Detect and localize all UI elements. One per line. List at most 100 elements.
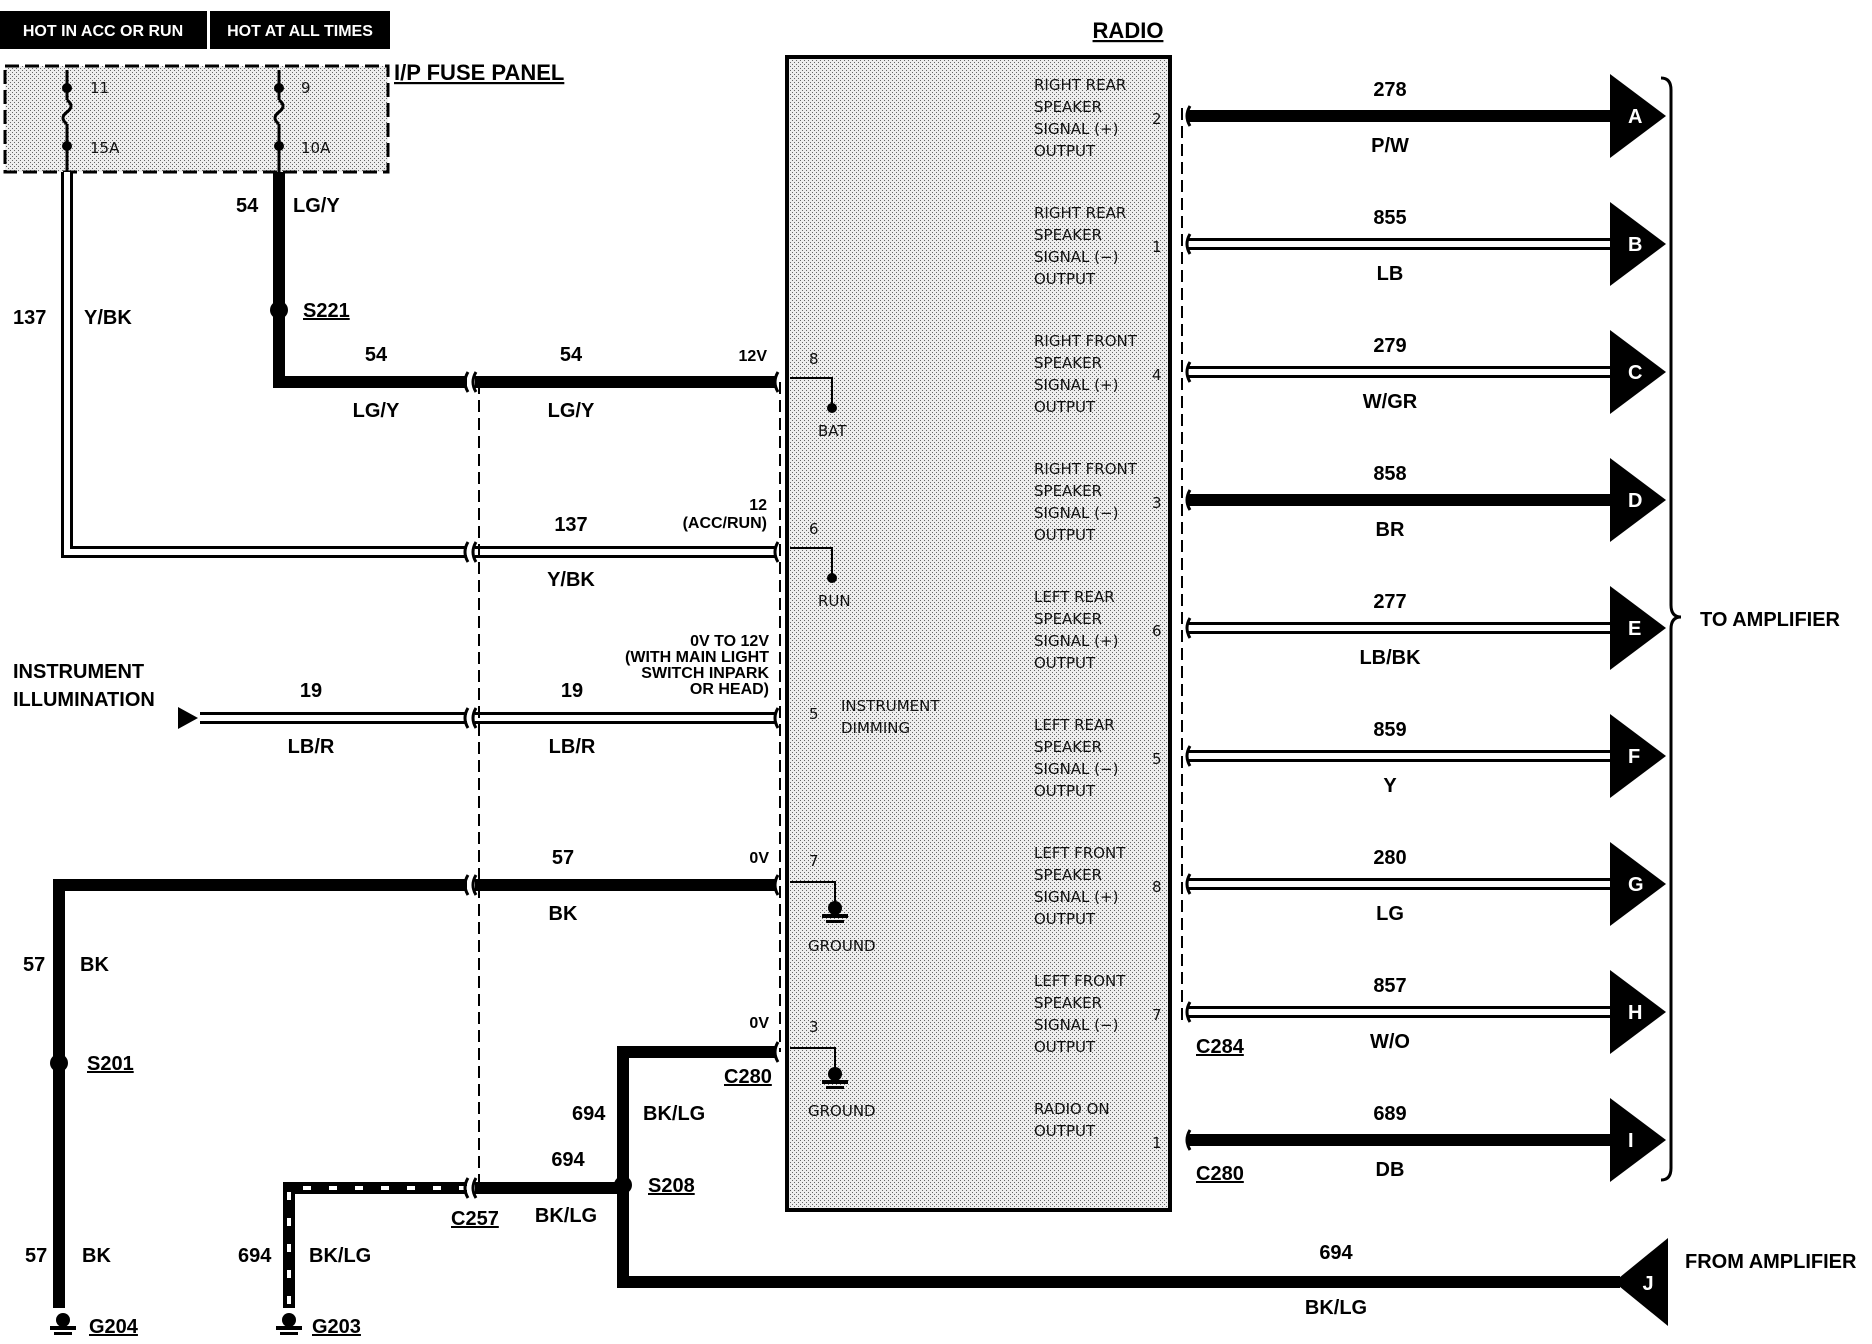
w57-v2-circuit: 57 bbox=[25, 1245, 47, 1267]
left-wires bbox=[53, 172, 1620, 1308]
amp-connector-c bbox=[1185, 361, 1192, 383]
w137-vert-color: Y/BK bbox=[84, 307, 132, 329]
radio-pin-5-line-1: LEFT REAR bbox=[1034, 588, 1115, 606]
radio-pin-8-line-1: LEFT FRONT bbox=[1034, 972, 1126, 990]
header-hot-acc-run-text: HOT IN ACC OR RUN bbox=[23, 23, 183, 40]
amp-color-f: Y bbox=[1383, 775, 1397, 797]
w137-vert-circuit: 137 bbox=[13, 307, 46, 329]
voltage-acc-run-1: 12 bbox=[749, 497, 767, 514]
amp-connector-g bbox=[1185, 873, 1192, 895]
amp-circuit-e: 277 bbox=[1373, 591, 1406, 613]
ip-fuse-panel: I/P FUSE PANEL 11 15A 9 10A bbox=[3, 60, 564, 174]
radio-pin-7-line-1: LEFT FRONT bbox=[1034, 844, 1126, 862]
radio-pin-8-number: 7 bbox=[1152, 1006, 1162, 1024]
from-amplifier-label: FROM AMPLIFIER bbox=[1685, 1251, 1857, 1273]
radio-pin-8-line-4: OUTPUT bbox=[1034, 1038, 1096, 1056]
w694-h-circuit: 694 bbox=[551, 1149, 585, 1171]
fuse-a: 11 15A bbox=[61, 70, 120, 172]
radio-pin-4-line-1: RIGHT FRONT bbox=[1034, 460, 1138, 478]
connector-labels: C257 C280 C284 C280 bbox=[451, 1036, 1245, 1230]
pin-bat-label: BAT bbox=[818, 422, 847, 440]
amp-color-b: LB bbox=[1377, 263, 1404, 285]
pin-gnd1-number: 7 bbox=[809, 852, 819, 870]
left-wire-labels: 54 LG/Y 137 Y/BK 54 LG/Y 54 LG/Y 137 Y/B… bbox=[13, 195, 1367, 1319]
voltage-dim-3: SWITCH INPARK bbox=[641, 665, 769, 682]
radio-pin-4-line-3: SIGNAL (−) bbox=[1034, 504, 1118, 522]
wire-137-vertical bbox=[61, 172, 467, 558]
w54-vert-circuit: 54 bbox=[236, 195, 259, 217]
wire-57 bbox=[53, 879, 776, 1308]
radio-pin-5-line-2: SPEAKER bbox=[1034, 610, 1102, 628]
radio-pin-8-line-3: SIGNAL (−) bbox=[1034, 1016, 1118, 1034]
w54-h1-color: LG/Y bbox=[353, 400, 400, 422]
w57-h2-circuit: 57 bbox=[552, 847, 574, 869]
fuse-b-number: 9 bbox=[301, 79, 311, 97]
connector-c280b-label: C280 bbox=[1196, 1163, 1244, 1185]
splice-s221-dot bbox=[270, 301, 288, 319]
w19-h2-circuit: 19 bbox=[561, 680, 583, 702]
amp-letter-d: D bbox=[1628, 490, 1642, 512]
voltage-12v: 12V bbox=[739, 348, 768, 365]
amp-connector-a bbox=[1185, 105, 1192, 127]
header-hot-all-times: HOT AT ALL TIMES bbox=[210, 11, 390, 49]
amp-letter-i: I bbox=[1628, 1130, 1634, 1152]
radio-pin-7-line-4: OUTPUT bbox=[1034, 910, 1096, 928]
amp-arrow-d-icon bbox=[1610, 458, 1666, 542]
splice-s208-dot bbox=[614, 1176, 632, 1194]
amp-color-c: W/GR bbox=[1363, 391, 1418, 413]
instrument-illumination: INSTRUMENT ILLUMINATION bbox=[13, 661, 198, 729]
w19-h2-color: LB/R bbox=[549, 736, 596, 758]
amplifier-outputs: A278P/WB855LBC279W/GRD858BRE277LB/BKF859… bbox=[1185, 74, 1666, 1182]
pin-gnd1-label: GROUND bbox=[808, 937, 876, 955]
w694-bottom-color: BK/LG bbox=[1305, 1297, 1367, 1319]
splice-s201-label: S201 bbox=[87, 1053, 134, 1075]
amp-arrow-e-icon bbox=[1610, 586, 1666, 670]
amp-circuit-h: 857 bbox=[1373, 975, 1406, 997]
illumination-arrow-icon bbox=[178, 707, 198, 729]
radio-pin-1-line-1: RIGHT REAR bbox=[1034, 76, 1126, 94]
amp-circuit-i: 689 bbox=[1373, 1103, 1406, 1125]
pin-dim-label-2: DIMMING bbox=[841, 719, 910, 737]
radio-pin-9-line-2: OUTPUT bbox=[1034, 1122, 1096, 1140]
w57-v2-color: BK bbox=[82, 1245, 111, 1267]
pin-gnd2-label: GROUND bbox=[808, 1102, 876, 1120]
radio-pin-1-number: 2 bbox=[1152, 110, 1162, 128]
amp-circuit-c: 279 bbox=[1373, 335, 1406, 357]
amp-connector-d bbox=[1185, 489, 1192, 511]
ground-g204-label: G204 bbox=[89, 1316, 139, 1338]
splice-s221-label: S221 bbox=[303, 300, 350, 322]
radio-internal-pins bbox=[790, 377, 837, 1072]
radio-pin-6-line-4: OUTPUT bbox=[1034, 782, 1096, 800]
amp-arrow-b-icon bbox=[1610, 202, 1666, 286]
radio-pin-2-line-2: SPEAKER bbox=[1034, 226, 1102, 244]
radio-pin-6-line-1: LEFT REAR bbox=[1034, 716, 1115, 734]
radio-pin-2-line-1: RIGHT REAR bbox=[1034, 204, 1126, 222]
radio-pin-1-line-2: SPEAKER bbox=[1034, 98, 1102, 116]
amp-color-i: DB bbox=[1376, 1159, 1405, 1181]
amp-letter-g: G bbox=[1628, 874, 1644, 896]
amp-circuit-g: 280 bbox=[1373, 847, 1406, 869]
voltage-0v-a: 0V bbox=[749, 850, 769, 867]
radio-ground-symbols bbox=[822, 901, 848, 1089]
amp-circuit-d: 858 bbox=[1373, 463, 1406, 485]
radio-pin-7-line-2: SPEAKER bbox=[1034, 866, 1102, 884]
wire-54-vertical bbox=[273, 172, 467, 388]
radio-pin-5-line-4: OUTPUT bbox=[1034, 654, 1096, 672]
w137-h2-circuit: 137 bbox=[554, 514, 587, 536]
amp-arrow-g-icon bbox=[1610, 842, 1666, 926]
radio-pin-2-number: 1 bbox=[1152, 238, 1162, 256]
wire-694 bbox=[283, 1046, 1620, 1308]
radio-pin-6-line-3: SIGNAL (−) bbox=[1034, 760, 1118, 778]
pin-run-label: RUN bbox=[818, 592, 851, 610]
connector-c284-label: C284 bbox=[1196, 1036, 1245, 1058]
radio-pin-6-number: 5 bbox=[1152, 750, 1162, 768]
